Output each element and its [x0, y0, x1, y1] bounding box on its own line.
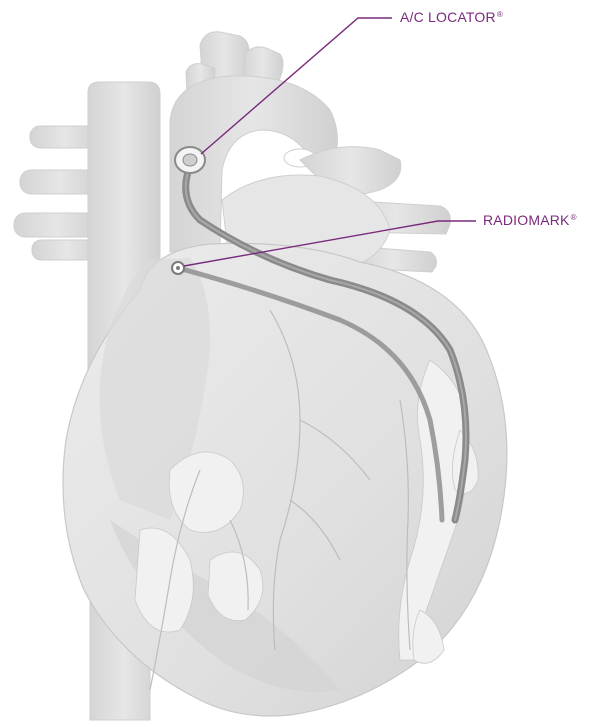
radiomark-label-text: RADIOMARK [483, 212, 570, 228]
radiomark-registered-mark: ® [571, 213, 577, 222]
ac-locator-registered-mark: ® [497, 10, 503, 19]
ac-locator-ring [175, 147, 205, 173]
radiomark-marker [172, 262, 184, 274]
ac-locator-label-text: A/C LOCATOR [400, 9, 496, 25]
ac-locator-label: A/C LOCATOR® [400, 9, 503, 25]
radiomark-label: RADIOMARK® [483, 212, 577, 228]
